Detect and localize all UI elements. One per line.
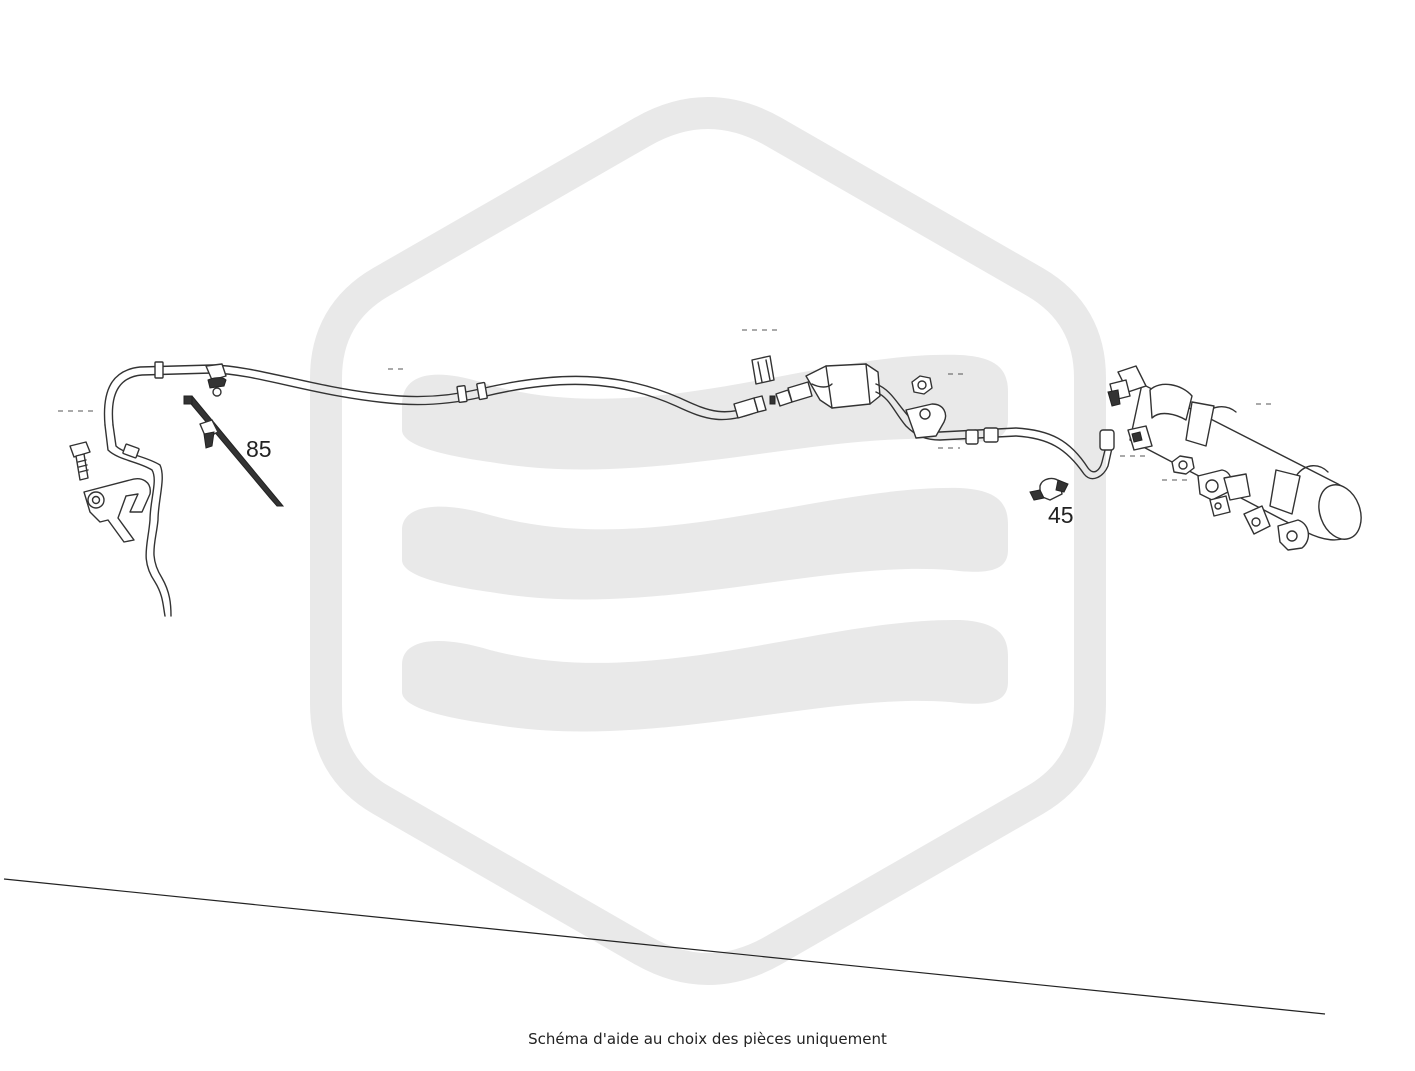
nut-pump: [1171, 455, 1195, 475]
cable-tie-85: [183, 395, 285, 507]
check-valve: [805, 363, 881, 409]
diagram-caption: Schéma d'aide au choix des pièces unique…: [528, 1030, 887, 1048]
watermark-wave-middle: [402, 487, 1008, 600]
watermark-hexagon: [310, 97, 1106, 985]
center-connector: [733, 381, 813, 419]
reference-marks: [58, 329, 1274, 481]
callout-45: 45: [1048, 502, 1074, 528]
ground-line: [3, 878, 1326, 1015]
watermark-wave-bottom: [402, 619, 1008, 732]
small-clip-center: [751, 355, 775, 385]
washer-hose-right: [875, 383, 1115, 480]
bolt-left: [69, 441, 91, 481]
callout-85: 85: [246, 436, 272, 462]
watermark-logo: [310, 97, 1106, 985]
left-bracket: [83, 478, 151, 543]
washer-pump: [1107, 365, 1362, 551]
washer-hose: [103, 361, 763, 617]
hose-clip-left: [205, 363, 227, 397]
pump-connector-clip: [1127, 425, 1153, 451]
clip-45: [1029, 477, 1069, 501]
nut-center: [911, 375, 933, 395]
